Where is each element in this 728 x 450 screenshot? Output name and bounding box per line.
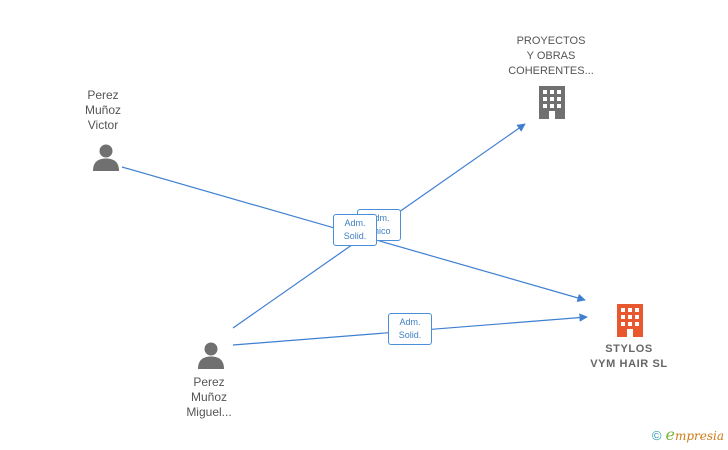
node-proyectos[interactable]: PROYECTOS Y OBRAS COHERENTES... bbox=[495, 34, 607, 79]
building-icon bbox=[539, 86, 565, 119]
node-victor-label: Perez Muñoz Victor bbox=[84, 88, 122, 132]
copyright-icon: © bbox=[651, 428, 662, 443]
node-stylos-label: STYLOS VYM HAIR SL bbox=[590, 343, 668, 370]
node-proyectos-label: PROYECTOS Y OBRAS COHERENTES... bbox=[508, 35, 594, 77]
empresia-logo: ©empresia bbox=[652, 425, 724, 444]
edge-label-miguel-stylos[interactable]: Adm. Solid. bbox=[388, 313, 432, 345]
node-miguel-label: Perez Muñoz Miguel... bbox=[186, 375, 232, 419]
edge-label-victor-stylos[interactable]: Adm. Solid. bbox=[333, 214, 377, 246]
node-stylos[interactable]: STYLOS VYM HAIR SL bbox=[574, 342, 684, 372]
brand-initial: e bbox=[665, 425, 675, 444]
node-victor[interactable]: Perez Muñoz Victor bbox=[70, 88, 136, 133]
building-icon bbox=[617, 304, 643, 337]
person-icon bbox=[198, 342, 224, 369]
node-miguel[interactable]: Perez Muñoz Miguel... bbox=[174, 375, 244, 420]
brand-name: mpresia bbox=[674, 429, 724, 443]
person-icon bbox=[93, 144, 119, 171]
